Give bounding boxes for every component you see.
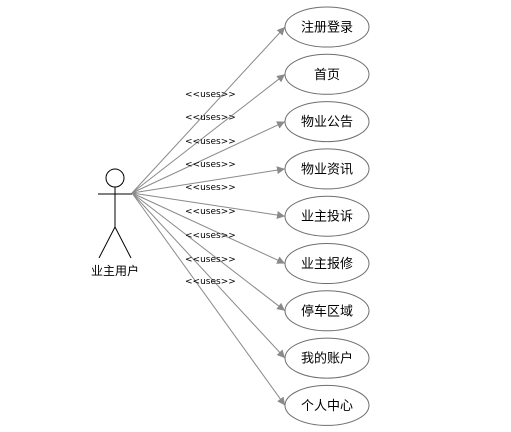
uses-arrow [131,192,286,219]
uses-label: <<uses>> [185,113,236,123]
use-case-label: 物业资讯 [301,162,353,177]
uses-label: <<uses>> [185,255,236,265]
actor-figure [98,168,132,259]
actor-right-leg [114,226,132,259]
use-case-label: 我的账户 [301,351,353,367]
uses-arrow [131,166,286,194]
use-case-label: 业主投诉 [301,209,353,225]
uses-arrow [131,192,286,359]
use-case-ellipse [284,290,370,332]
uses-arrow [131,192,286,312]
use-case-label: 注册登录 [301,21,353,36]
uses-label: <<uses>> [185,137,236,147]
uses-arrow [131,26,286,194]
uses-label: <<uses>> [185,231,236,241]
actor-label: 业主用户 [90,264,139,278]
actor-left-leg [98,226,116,259]
use-case-ellipse [284,384,370,426]
use-case-label: 停车区域 [301,303,353,319]
use-case-label: 物业公告 [301,115,353,130]
uses-arrow [131,121,286,194]
uses-label: <<uses>> [185,90,236,100]
uses-label: <<uses>> [185,160,236,170]
use-case-label: 首页 [314,68,340,83]
use-case-ellipse [284,148,370,190]
uses-label: <<uses>> [185,183,236,193]
actor-head [105,168,125,188]
uses-arrow [131,73,286,194]
uses-arrow [131,192,286,406]
use-case-label: 个人中心 [301,399,353,414]
use-case-ellipse [284,337,370,379]
use-case-ellipse [284,53,370,95]
uses-relations: <<uses>> <<uses>> <<uses>> <<uses>> <<uses>>… [131,26,286,406]
use-case-ellipse [284,195,370,237]
use-case-ellipse [284,6,370,48]
uses-label: <<uses>> [185,207,236,217]
use-case-label: 业主报修 [301,257,353,272]
use-case-ellipse [284,101,370,143]
use-case-ellipse [284,243,370,284]
uses-arrow [131,192,286,264]
uses-label: <<uses>> [185,277,236,287]
